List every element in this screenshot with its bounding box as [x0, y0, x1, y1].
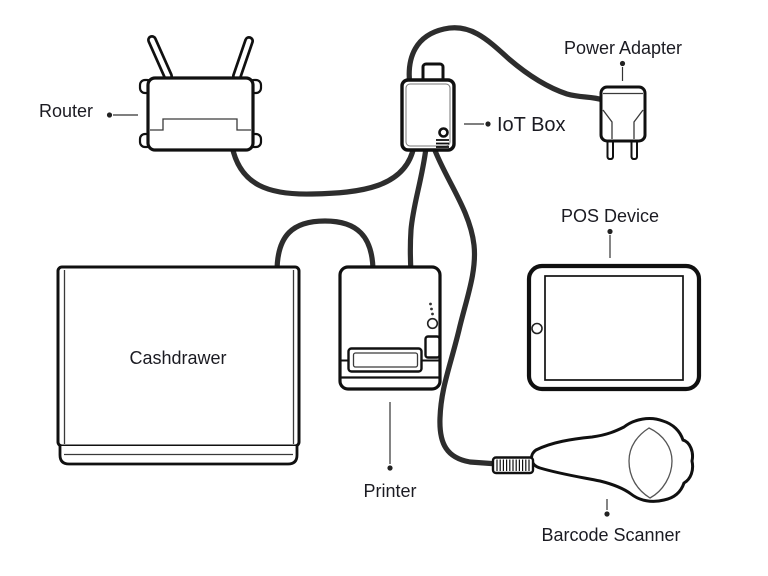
barcode-scanner-lens: [628, 427, 673, 499]
router-antenna-right-icon: [232, 36, 254, 81]
barcode-scanner-connector: [491, 456, 535, 475]
iot-box-leader-dot: [485, 121, 491, 127]
router-leader-dot: [106, 112, 113, 118]
printer-leader-dot: [387, 465, 393, 471]
barcode-scanner-leader-dot: [604, 511, 610, 517]
power-adapter-prongs: [606, 139, 638, 160]
router-label: Router: [39, 101, 93, 121]
power-adapter-facet-left: [602, 109, 613, 139]
router-panel-line: [150, 118, 251, 131]
barcode-scanner-body: [530, 417, 695, 503]
power-adapter-label: Power Adapter: [564, 38, 682, 58]
router-antenna-left-icon: [147, 35, 173, 81]
barcode-scanner-label: Barcode Scanner: [541, 525, 680, 545]
power-adapter-leader-dot: [619, 60, 626, 67]
pos-device-label: POS Device: [561, 206, 659, 226]
iot-box-label: IoT Box: [497, 114, 566, 136]
router-figure: [138, 35, 263, 152]
cable-iotbox-to-printer: [407, 145, 429, 275]
pos-device-home-button-icon: [531, 322, 543, 335]
printer-status-leds: [429, 302, 434, 316]
printer-figure: Printer: [338, 265, 442, 501]
power-adapter-facet-right: [633, 109, 644, 139]
printer-paper-slot-inner: [352, 352, 419, 368]
cable-iotbox-to-power-adapter: [406, 25, 606, 103]
printer-label: Printer: [363, 481, 416, 501]
cable-iotbox-to-scanner: [431, 145, 501, 467]
iot-box-figure: IoT Box: [400, 62, 566, 152]
pos-device-leader-dot: [607, 228, 613, 235]
power-adapter-body: [599, 85, 647, 143]
pos-device-screen: [544, 275, 684, 381]
router-label-group: Router: [39, 101, 138, 121]
cable-cashdrawer-to-printer: [274, 218, 376, 275]
printer-paper-slot: [347, 347, 423, 373]
cashdrawer-label: Cashdrawer: [129, 348, 226, 368]
cashdrawer-figure: Cashdrawer: [56, 265, 301, 466]
cables: [229, 25, 606, 467]
iot-box-inner-edge: [405, 83, 451, 147]
power-adapter-figure: Power Adapter: [564, 38, 682, 160]
iot-box-logo-icon: [436, 127, 449, 148]
printer-power-button-icon: [426, 317, 439, 330]
cable-router-to-iotbox: [229, 143, 417, 197]
pos-device-figure: POS Device: [526, 206, 702, 392]
barcode-scanner-figure: Barcode Scanner: [491, 417, 695, 545]
printer-feed-button: [424, 335, 441, 359]
router-body: [146, 76, 255, 152]
